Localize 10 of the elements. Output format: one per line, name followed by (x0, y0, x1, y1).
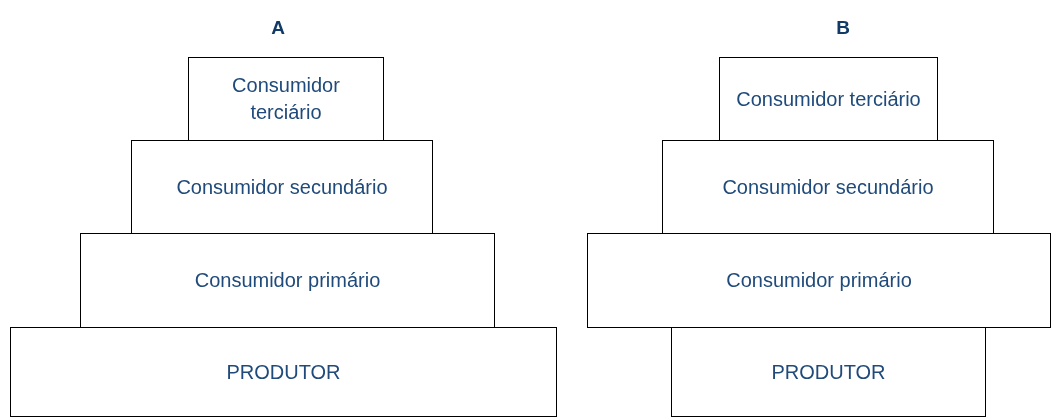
pyramid-level-box: PRODUTOR (10, 327, 557, 417)
pyramid-level-box: Consumidor secundário (662, 140, 994, 234)
pyramid-level-box: Consumidor secundário (131, 140, 433, 234)
panel-heading: B (836, 15, 850, 40)
pyramid-level-box: Consumidor terciário (188, 57, 384, 141)
pyramid-level-box: Consumidor primário (587, 233, 1051, 328)
panel-heading: A (271, 15, 285, 40)
pyramid-level-box: PRODUTOR (671, 327, 986, 417)
pyramid-level-box: Consumidor terciário (719, 57, 938, 141)
pyramid-level-box: Consumidor primário (80, 233, 495, 328)
